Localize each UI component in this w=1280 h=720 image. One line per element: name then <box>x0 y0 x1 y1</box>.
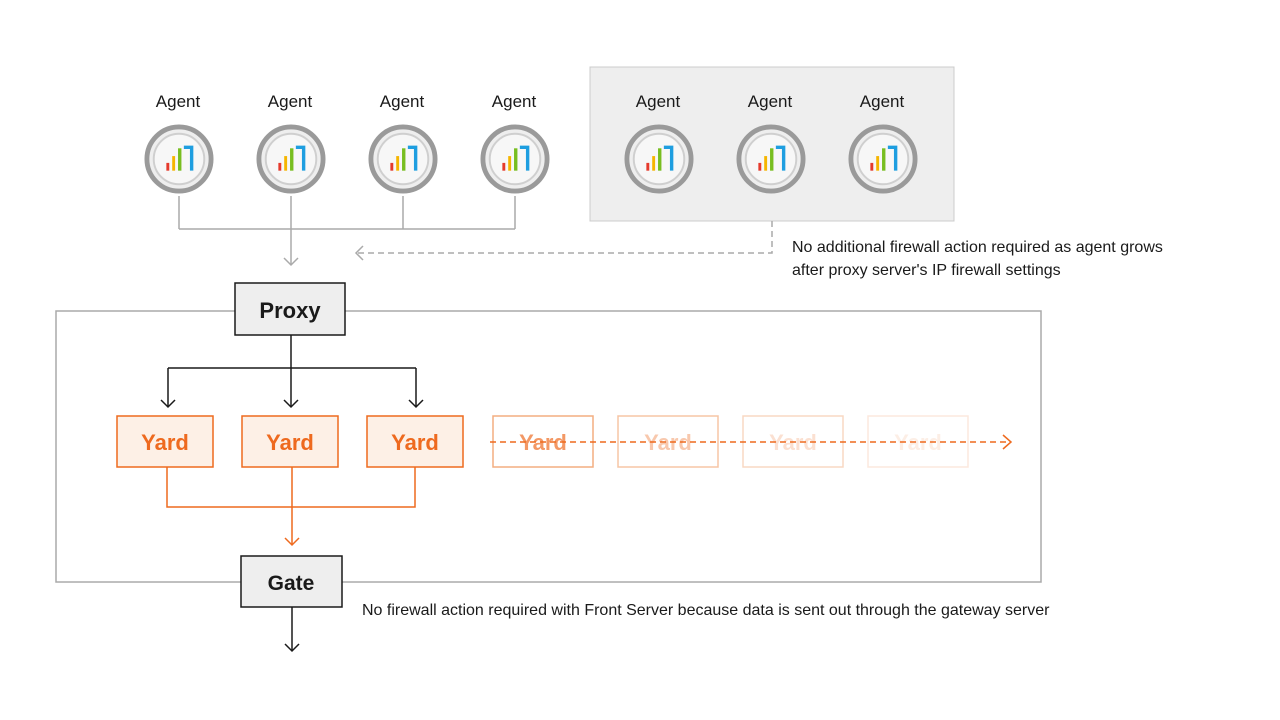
agent-icon <box>483 127 547 191</box>
agent-node[interactable]: Agent <box>259 92 323 191</box>
agent-label: Agent <box>748 92 793 111</box>
yard-node-scaled: Yard <box>742 415 844 468</box>
agent-label: Agent <box>156 92 201 111</box>
yard-node[interactable]: Yard <box>241 415 339 468</box>
agent-icon <box>627 127 691 191</box>
note-gateway: No firewall action required with Front S… <box>362 602 1050 619</box>
agent-label: Agent <box>492 92 537 111</box>
agent-node[interactable]: Agent <box>851 92 915 191</box>
agent-group-added: Agent Agent Agent <box>627 92 915 191</box>
note-agent-growth-line1: No additional firewall action required a… <box>792 239 1163 256</box>
yard-connectors <box>166 467 416 547</box>
yard-node[interactable]: Yard <box>116 415 214 468</box>
agent-label: Agent <box>860 92 905 111</box>
agent-label: Agent <box>380 92 425 111</box>
gate-label: Gate <box>268 572 315 595</box>
yard-scaling-arrow <box>490 434 1013 450</box>
yard-label: Yard <box>266 430 314 455</box>
network-boundary <box>55 310 1042 583</box>
note-agent-growth-line2: after proxy server's IP firewall setting… <box>792 262 1061 279</box>
agent-group-direct: Agent Agent Agent Agent <box>147 92 547 191</box>
growth-dashed-arrow <box>354 221 773 261</box>
agent-icon <box>371 127 435 191</box>
proxy-connectors <box>160 335 424 409</box>
agent-node[interactable]: Agent <box>483 92 547 191</box>
agent-icon <box>259 127 323 191</box>
agent-icon <box>739 127 803 191</box>
proxy-node[interactable]: Proxy <box>234 282 346 336</box>
agent-node[interactable]: Agent <box>147 92 211 191</box>
agent-icon <box>147 127 211 191</box>
agent-icon <box>851 127 915 191</box>
agent-node[interactable]: Agent <box>371 92 435 191</box>
proxy-label: Proxy <box>259 298 321 323</box>
yard-label: Yard <box>391 430 439 455</box>
agent-label: Agent <box>636 92 681 111</box>
agent-label: Agent <box>268 92 313 111</box>
agent-node[interactable]: Agent <box>739 92 803 191</box>
agent-node[interactable]: Agent <box>627 92 691 191</box>
gate-outgoing-arrow <box>284 607 300 653</box>
yard-label: Yard <box>141 430 189 455</box>
agent-connectors <box>178 196 516 267</box>
yard-node[interactable]: Yard <box>366 415 464 468</box>
gate-node[interactable]: Gate <box>240 555 343 608</box>
